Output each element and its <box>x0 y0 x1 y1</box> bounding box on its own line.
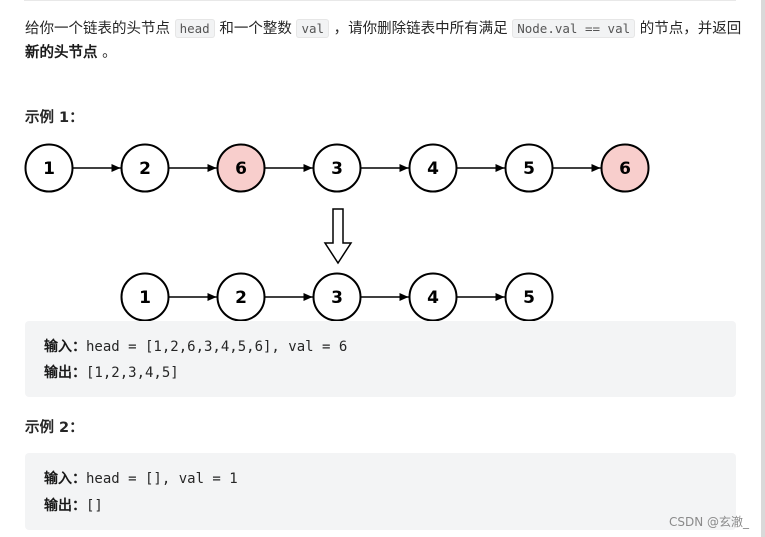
list-node: 1 <box>24 143 74 193</box>
node-value: 4 <box>427 288 439 308</box>
input-value: head = [], val = 1 <box>86 471 238 487</box>
input-label: 输入： <box>44 471 86 487</box>
list-node: 4 <box>408 272 458 322</box>
down-arrow-icon <box>323 208 353 265</box>
problem-description: 给你一个链表的头节点 head 和一个整数 val ，请你删除链表中所有满足 N… <box>25 17 745 65</box>
example2-output-line: 输出：[] <box>44 495 103 515</box>
desc-text-3: ，请你删除链表中所有满足 <box>329 21 513 37</box>
list-node: 1 <box>120 272 170 322</box>
code-condition: Node.val == val <box>512 19 636 38</box>
output-label: 输出： <box>44 365 86 381</box>
node-value: 1 <box>43 159 55 179</box>
list-node: 4 <box>408 143 458 193</box>
list-node: 6 <box>600 143 650 193</box>
result-list: 1 2 3 4 5 <box>120 272 554 322</box>
node-value: 3 <box>331 159 343 179</box>
example1-title: 示例 1： <box>25 110 84 126</box>
list-node: 3 <box>312 143 362 193</box>
top-divider <box>24 0 736 1</box>
example1-input-line: 输入：head = [1,2,6,3,4,5,6], val = 6 <box>44 336 347 356</box>
example1-codeblock: 输入：head = [1,2,6,3,4,5,6], val = 6 输出：[1… <box>25 321 736 397</box>
input-label: 输入： <box>44 339 86 355</box>
code-val: val <box>296 19 330 38</box>
scrollbar-track[interactable] <box>761 0 765 537</box>
output-label: 输出： <box>44 498 86 514</box>
node-value: 6 <box>619 159 631 179</box>
desc-text-1: 给你一个链表的头节点 <box>25 21 175 37</box>
list-node: 2 <box>216 272 266 322</box>
output-value: [] <box>86 498 103 514</box>
linked-list-diagram: 1 2 6 3 4 5 6 1 2 3 4 5 <box>24 143 650 322</box>
node-value: 3 <box>331 288 343 308</box>
input-value: head = [1,2,6,3,4,5,6], val = 6 <box>86 339 348 355</box>
example2-codeblock: 输入：head = [], val = 1 输出：[] <box>25 453 736 530</box>
node-value: 2 <box>235 288 247 308</box>
output-value: [1,2,3,4,5] <box>86 365 179 381</box>
node-value: 2 <box>139 159 151 179</box>
example2-title: 示例 2： <box>25 420 84 436</box>
node-value: 6 <box>235 159 247 179</box>
original-list: 1 2 6 3 4 5 6 <box>24 143 650 193</box>
desc-text-2: 和一个整数 <box>214 21 297 37</box>
list-node: 5 <box>504 143 554 193</box>
node-value: 5 <box>523 288 535 308</box>
node-value: 4 <box>427 159 439 179</box>
list-node: 2 <box>120 143 170 193</box>
code-head: head <box>174 19 215 38</box>
node-value: 5 <box>523 159 535 179</box>
list-node: 6 <box>216 143 266 193</box>
example2-input-line: 输入：head = [], val = 1 <box>44 468 238 488</box>
desc-text-5: 。 <box>97 45 117 61</box>
node-value: 1 <box>139 288 151 308</box>
desc-bold-new-head: 新的头节点 <box>25 45 98 61</box>
watermark: CSDN @玄澈_ <box>668 515 749 529</box>
desc-text-4: 的节点，并返回 <box>635 21 742 37</box>
example1-output-line: 输出：[1,2,3,4,5] <box>44 362 179 382</box>
list-node: 5 <box>504 272 554 322</box>
list-node: 3 <box>312 272 362 322</box>
